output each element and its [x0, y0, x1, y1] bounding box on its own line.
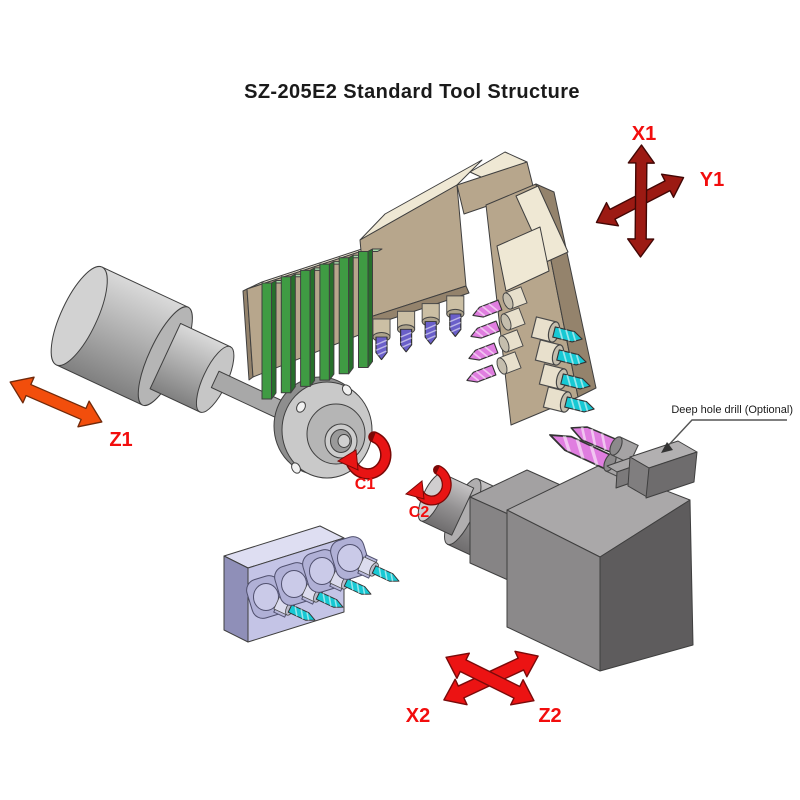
- c1-rotation-arrow: C1: [336, 431, 392, 493]
- drill-holder-front: [645, 451, 698, 499]
- x1-axis-label: X1: [632, 123, 656, 145]
- c2-arrow-head: [404, 480, 425, 500]
- page-title: SZ-205E2 Standard Tool Structure: [244, 81, 580, 103]
- z2-axis-label: Z2: [538, 705, 561, 727]
- c1-arrow-head: [336, 449, 359, 471]
- purple-drill: [375, 336, 388, 361]
- purple-drill: [424, 320, 438, 346]
- callout-arrowhead: [661, 442, 673, 453]
- spindle-end-cap: [50, 265, 108, 367]
- c2-rotation-arrow: C2: [404, 465, 452, 521]
- deep-hole-drill-unit: [545, 420, 698, 499]
- back-tool-post: [223, 525, 402, 643]
- magenta-drill: [468, 320, 501, 343]
- flange-bolt-hole: [296, 401, 306, 413]
- flange-bolt-hole: [341, 384, 353, 396]
- deep-hole-callout: Deep hole drill (Optional): [661, 404, 793, 453]
- back-post-holder: [330, 536, 402, 586]
- deep-hole-drill-label: Deep hole drill (Optional): [671, 404, 793, 416]
- gang-tool-post: [242, 151, 597, 426]
- spindle-stub: [337, 434, 351, 448]
- z1-axis-arrow: [9, 376, 103, 428]
- x1-axis-arrow: [626, 144, 656, 258]
- x1-y1-axis-arrows: X1 Y1: [595, 123, 724, 258]
- cyan-drill: [371, 564, 402, 586]
- back-post-holder: [274, 562, 346, 612]
- green-tool-blade: [358, 248, 383, 368]
- cyan-drill: [563, 396, 597, 415]
- z1-axis-arrow-group: Z1: [9, 376, 133, 451]
- x2-z2-axis-arrows: X2 Z2: [406, 650, 562, 727]
- flange-bolt-hole: [291, 462, 301, 474]
- z1-axis-label: Z1: [109, 429, 132, 451]
- purple-drill: [448, 312, 462, 338]
- c2-axis-label: C2: [409, 504, 430, 521]
- sub-spindle-cube-right: [599, 499, 694, 672]
- magenta-drill: [470, 299, 503, 322]
- callout-leader-line: [664, 419, 787, 450]
- green-tool-blade: [280, 273, 306, 394]
- green-tool-blade: [338, 254, 364, 375]
- green-tool-blade: [261, 280, 286, 400]
- magenta-drill: [464, 364, 497, 387]
- z2-axis-arrow: [445, 652, 535, 706]
- cyan-drill: [343, 577, 374, 599]
- magenta-drill: [466, 342, 499, 365]
- back-post-left: [223, 555, 249, 643]
- x2-axis-label: X2: [406, 705, 430, 727]
- turning-tools-green: [261, 248, 383, 400]
- c1-axis-label: C1: [355, 476, 376, 493]
- column-recess: [496, 226, 550, 292]
- purple-drill: [399, 328, 413, 353]
- y1-axis-label: Y1: [700, 169, 724, 191]
